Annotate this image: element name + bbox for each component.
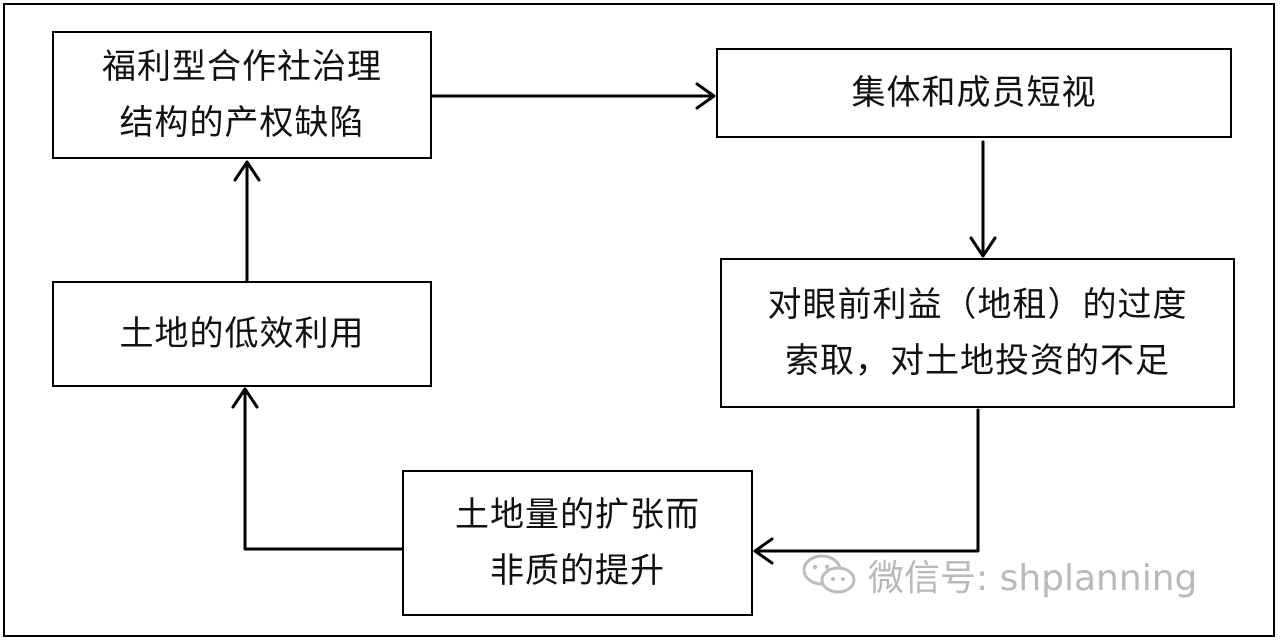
node-text-line: 集体和成员短视 [851, 73, 1097, 113]
arrow-lowefficiency-to-defect [233, 160, 261, 283]
wechat-icon [802, 554, 856, 594]
node-text-line: 非质的提升 [490, 551, 665, 591]
node-land-expansion: 土地量的扩张而 非质的提升 [402, 470, 753, 616]
arrow-expansion-to-lowefficiency [231, 387, 404, 551]
arrow-shortsight-to-rent [969, 140, 997, 258]
node-text-line: 土地量的扩张而 [455, 495, 700, 535]
arrow-defect-to-shortsight [430, 82, 716, 110]
node-text-line: 索取，对土地投资的不足 [785, 341, 1170, 381]
wechat-watermark: 微信号: shplanning [800, 550, 1197, 600]
node-text-line: 土地的低效利用 [119, 314, 365, 354]
arrow-rent-to-expansion [753, 408, 980, 565]
node-welfare-coop-defect: 福利型合作社治理 结构的产权缺陷 [52, 31, 432, 159]
node-short-sighted: 集体和成员短视 [716, 48, 1232, 138]
node-text-line: 结构的产权缺陷 [119, 103, 365, 143]
node-excessive-rent: 对眼前利益（地租）的过度 索取，对土地投资的不足 [720, 258, 1235, 408]
watermark-text: 微信号: shplanning [868, 558, 1198, 599]
node-low-efficiency: 土地的低效利用 [52, 281, 432, 387]
diagram-frame [3, 3, 1275, 637]
node-text-line: 对眼前利益（地租）的过度 [767, 285, 1188, 325]
node-text-line: 福利型合作社治理 [102, 47, 382, 87]
